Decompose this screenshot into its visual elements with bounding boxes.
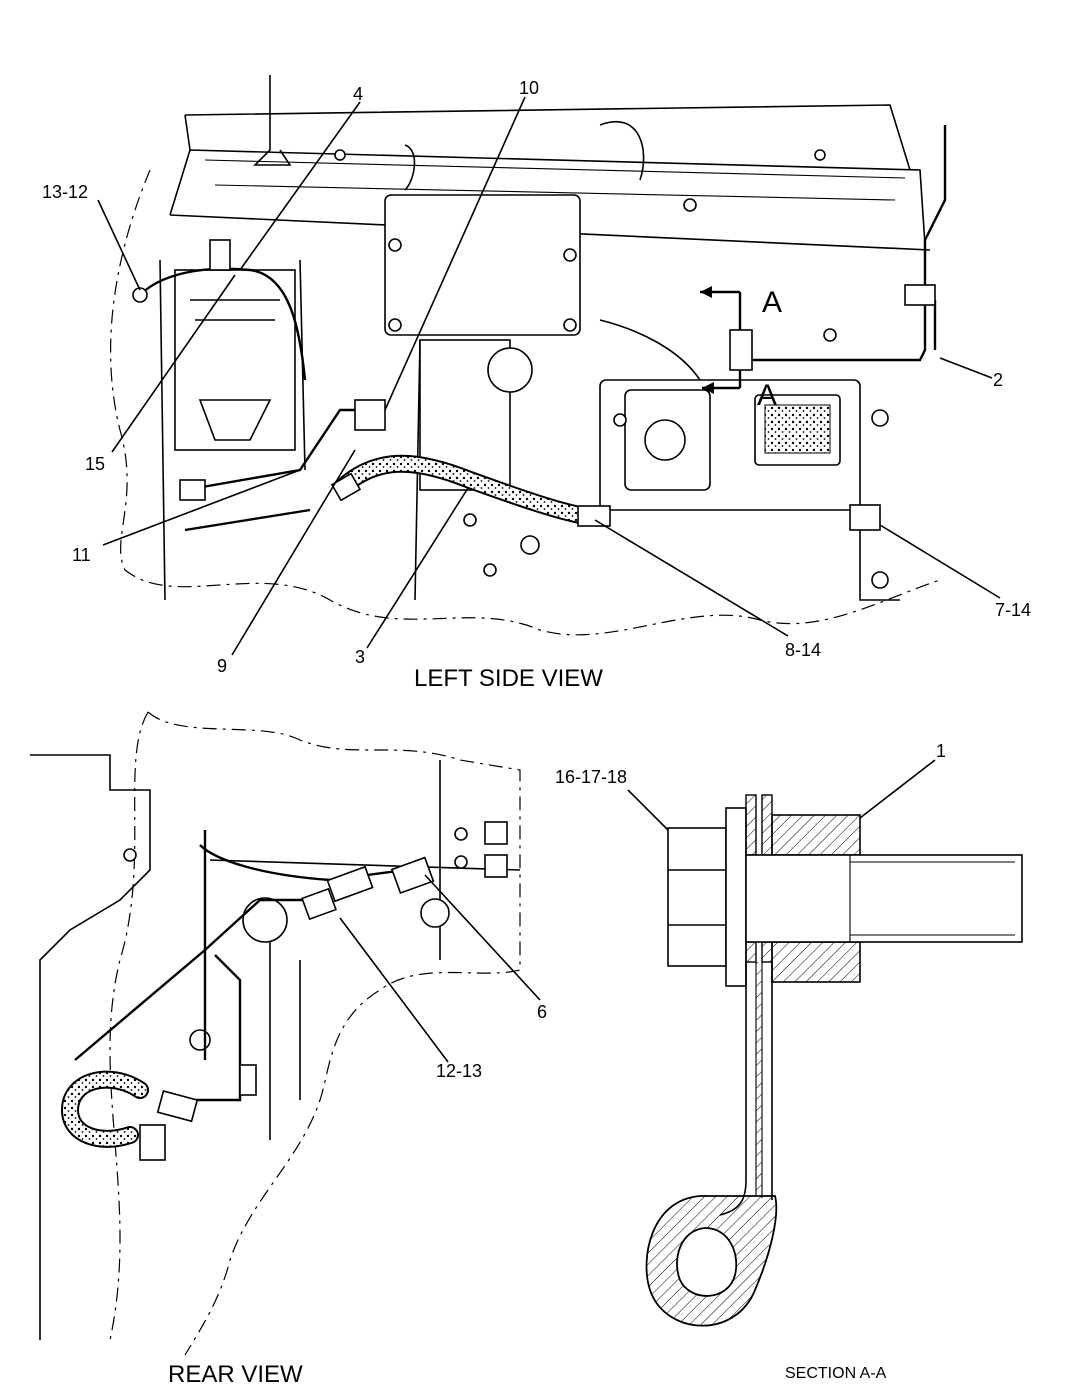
callout-4: 4 bbox=[353, 84, 363, 104]
callout-2: 2 bbox=[993, 370, 1003, 390]
callout-9: 9 bbox=[217, 656, 227, 676]
callout-7-14: 7-14 bbox=[995, 600, 1031, 620]
rear-view: 6 12-13 REAR VIEW bbox=[30, 711, 547, 1388]
fuel-line-6 bbox=[199, 844, 426, 882]
rear-view-title: REAR VIEW bbox=[168, 1361, 303, 1388]
valve-cover bbox=[169, 104, 926, 246]
callout-6: 6 bbox=[537, 1002, 547, 1022]
section-a-a-title: SECTION A-A bbox=[785, 1365, 887, 1382]
callout-16-17-18: 16-17-18 bbox=[555, 767, 627, 787]
bolt-heads bbox=[334, 149, 889, 589]
banjo-bolt-head bbox=[667, 827, 727, 967]
callout-8-14: 8-14 bbox=[785, 640, 821, 660]
rear-view-break-outline bbox=[109, 711, 521, 1356]
left-side-view-title: LEFT SIDE VIEW bbox=[414, 665, 603, 692]
fuel-line-15 bbox=[139, 267, 307, 381]
left-side-view: A A bbox=[42, 75, 1031, 692]
section-marker-bottom: A bbox=[757, 379, 777, 412]
callout-12-13: 12-13 bbox=[436, 1061, 482, 1081]
callout-1: 1 bbox=[936, 741, 946, 761]
section-a-a: 1 16-17-18 SECTION A-A bbox=[555, 741, 1023, 1382]
left-view-break-outline bbox=[110, 169, 941, 636]
braided-hose-3 bbox=[338, 456, 587, 522]
callout-3: 3 bbox=[355, 647, 365, 667]
callout-15: 15 bbox=[85, 454, 105, 474]
callout-11: 11 bbox=[72, 545, 91, 565]
callout-13-12: 13-12 bbox=[42, 182, 88, 202]
callout-10: 10 bbox=[519, 78, 539, 98]
braided-hose-rear bbox=[62, 1072, 147, 1146]
clamp-loop bbox=[645, 1195, 778, 1327]
section-marker-top: A bbox=[762, 286, 782, 319]
bolt-shank bbox=[745, 854, 1023, 943]
